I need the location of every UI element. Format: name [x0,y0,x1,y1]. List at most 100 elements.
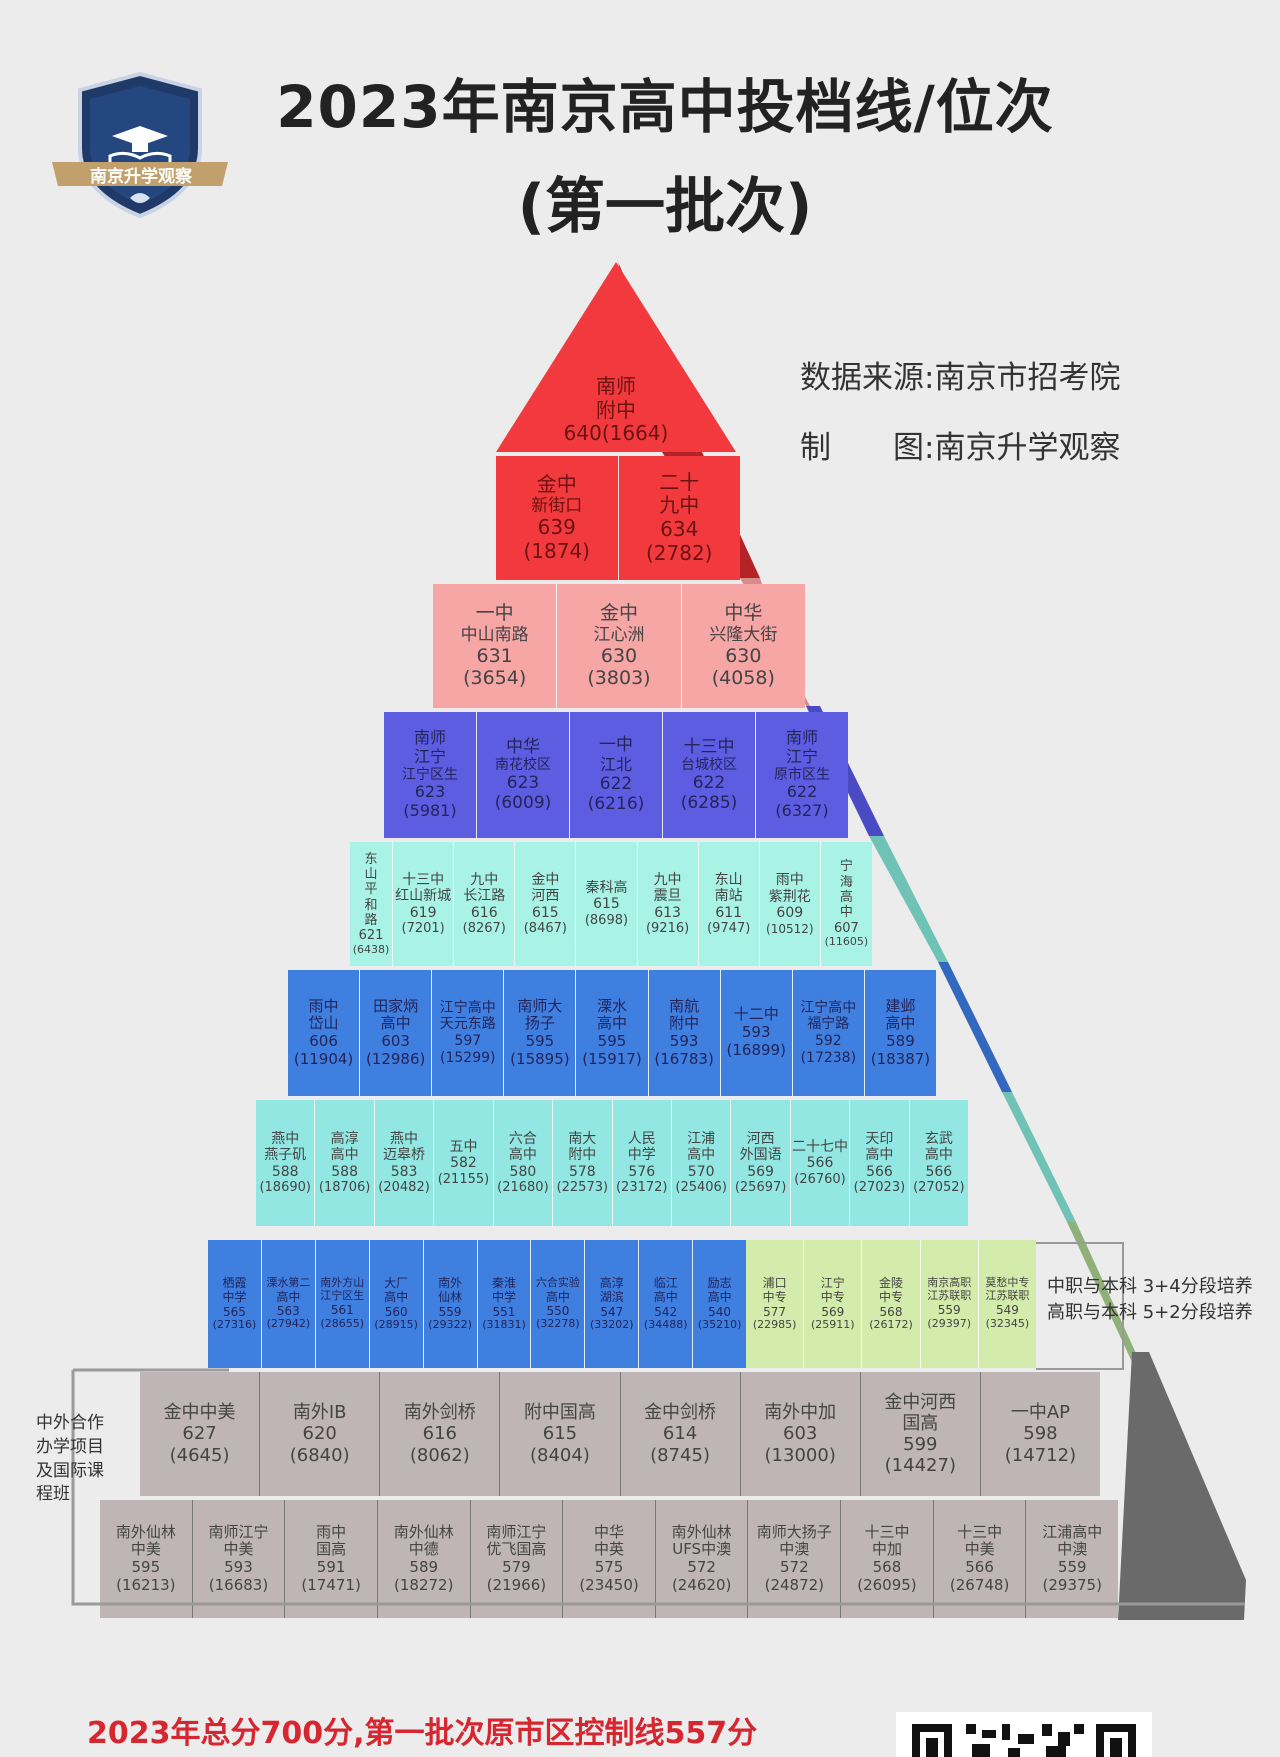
school-name: 南外 [438,1276,463,1291]
school-score: 595 [525,1032,555,1050]
school-name: 十三中 [957,1522,1003,1541]
school-score: 597 [454,1033,482,1049]
school-score: 551 [492,1304,516,1319]
school-cell: 十三中 台城校区 622 (6285) [662,712,755,838]
school-cell: 江宁高中 天元东路 597 (15299) [431,970,503,1096]
school-cell: 九中 震旦 613 (9216) [636,842,698,966]
school-name: 南师大 [517,996,563,1015]
school-rank: (25406) [675,1180,727,1196]
school-rank: (32278) [536,1317,580,1331]
school-cell: 南外剑桥 616 (8062) [379,1372,499,1496]
school-sub: 高中 [384,1290,409,1305]
school-sub: 中美 [130,1540,161,1559]
school-name: 附中国高 [523,1402,596,1424]
school-name: 二十七中 [792,1138,848,1155]
school-score: 619 [409,904,437,921]
school-cell: 河西 外国语 569 (25697) [730,1100,789,1226]
school-cell: 二十七中 566 (26760) [789,1100,849,1226]
school-sub: 南花校区 [495,756,551,773]
school-name: 中华 [506,736,540,757]
school-name: 临江 [653,1276,678,1291]
school-score: 580 [509,1163,537,1180]
school-cell: 溧水 高中 595 (15917) [575,970,647,1096]
school-sub: 扬子 [524,1014,555,1033]
school-name: 南大 [568,1130,597,1147]
school-name: 天印 [865,1130,894,1147]
school-cell: 十二中 593 (16899) [719,970,792,1096]
school-sub: 江北 [599,754,632,774]
school-sub: 中学 [491,1290,516,1305]
school-sub: 国高 [902,1412,939,1434]
school-rank: (16899) [726,1040,786,1059]
school-name: 金中中美 [163,1402,236,1424]
school-cell: 雨中 岱山 606 (11904) [288,970,359,1096]
school-sub: 长江路 [463,888,506,905]
school-sub: 河西 [531,888,560,905]
school-score: 579 [502,1558,531,1576]
school-name: 二十九中 [659,469,700,518]
school-cell: 江宁高中 福宁路 592 (17238) [791,970,864,1096]
school-rank: (4058) [711,667,775,690]
school-score: 614 [662,1423,698,1445]
school-cell: 秦淮 中学 551 (31831) [476,1240,531,1368]
school-rank: (28915) [374,1317,418,1331]
school-name: 十三中 [683,736,735,757]
school-cell: 金中 河西 615 (8467) [514,842,575,966]
school-score: 559 [937,1303,961,1318]
school-rank: (26760) [794,1171,846,1187]
school-name: 南外方山 [320,1276,365,1290]
school-sub: 紫荆花 [768,888,811,905]
school-cell: 南师江宁 优飞国高 579 (21966) [469,1500,563,1618]
school-cell: 大厂 高中 560 (28915) [368,1240,423,1368]
school-rank: (26095) [857,1575,917,1594]
school-cell: 一中AP 598 (14712) [979,1372,1100,1496]
maker-label-b: 图: [893,430,935,466]
school-sub: 中学 [222,1290,247,1305]
school-name: 东山 [714,871,743,888]
tier-4: 南师江宁 江宁区生 623 (5981) 中华 南花校区 623 (6009) … [384,712,848,838]
school-name: 十二中 [733,1005,779,1024]
school-cell: 一中 江北 622 (6216) [569,712,662,838]
school-cell: 浦口 中专 577 (22985) [746,1240,803,1368]
school-name: 江浦 [687,1130,716,1147]
school-score: 623 [506,773,540,794]
school-score: 560 [384,1304,408,1319]
school-name: 一中 [475,602,514,625]
school-rank: (21680) [497,1180,549,1196]
school-rank: (10512) [766,921,814,936]
tier-5: 东山平和路 621 (6438) 十三中 红山新城 619 (7201) 九中 … [350,842,872,966]
school-name: 河西 [746,1130,775,1147]
school-cell: 六合实验 高中 550 (32278) [530,1240,584,1368]
school-score: 566 [806,1155,834,1172]
school-sub: UFS中澳 [672,1540,732,1559]
school-cell: 南航 附中 593 (16783) [647,970,720,1096]
school-score: 565 [223,1304,246,1319]
school-rank: (31831) [482,1317,526,1331]
school-rank: (4645) [169,1444,230,1466]
school-name: 金中 [531,871,560,888]
school-score: 572 [779,1558,809,1576]
school-cell: 南外仙林 中德 589 (18272) [376,1500,470,1618]
tier-10-international: 南外仙林 中美 595 (16213) 南师江宁 中美 593 (16683) … [100,1500,1118,1618]
school-sub: 天元东路 [439,1016,496,1033]
school-score: 615 [593,896,620,913]
school-score: 559 [438,1304,462,1319]
school-rank: (5981) [403,801,457,821]
school-score: 627 [182,1423,217,1445]
school-rank: (9747) [707,921,751,937]
school-score: 615 [542,1423,578,1445]
school-score: 621 [358,928,384,944]
school-sub: 中美 [964,1540,995,1559]
school-cell: 南外IB 620 (6840) [259,1372,379,1496]
school-rank: (25697) [734,1180,787,1196]
school-cell: 九中 长江路 616 (8267) [453,842,514,966]
school-sub: 中加 [871,1540,902,1559]
school-cell: 中华 中英 575 (23450) [562,1500,655,1618]
school-name: 南外IB [292,1402,347,1424]
school-rank: (24872) [764,1575,825,1594]
school-score: 575 [594,1558,624,1576]
school-name: 南外剑桥 [403,1402,476,1424]
school-rank: (18272) [394,1575,454,1594]
school-name: 南师附中 [596,374,636,422]
school-cell: 南师江宁 中美 593 (16683) [191,1500,285,1618]
